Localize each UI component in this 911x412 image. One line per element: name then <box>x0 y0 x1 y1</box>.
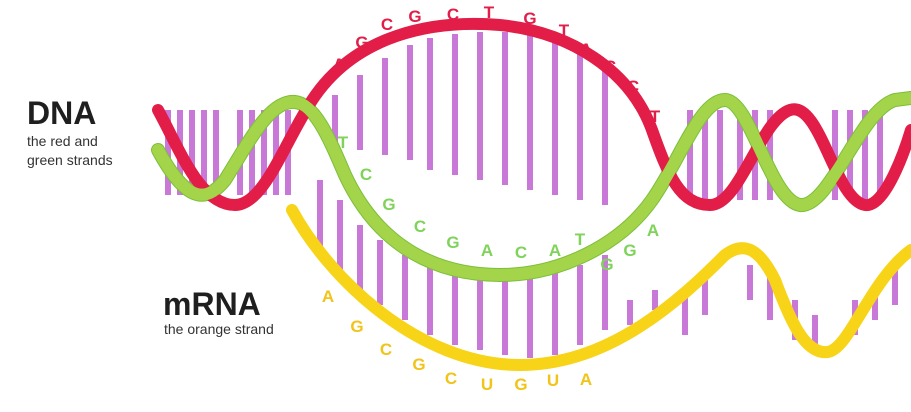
mrna-base-letter: A <box>580 370 592 389</box>
red-base-letter: C <box>381 15 393 34</box>
mrna-base-letter: U <box>481 375 493 394</box>
green-base-letter: G <box>382 195 395 214</box>
mrna-base-letter: A <box>322 287 334 306</box>
red-base-letter: C <box>447 5 459 24</box>
mrna-base-letter: C <box>380 340 392 359</box>
mrna-caption: the orange strand <box>164 321 274 337</box>
green-base-letter: T <box>575 230 586 249</box>
green-base-letter: C <box>360 165 372 184</box>
red-base-letter: A <box>580 40 592 59</box>
mrna-base-letter: C <box>445 369 457 388</box>
red-base-letter: G <box>355 33 368 52</box>
red-strand <box>152 17 911 212</box>
red-base-letter: A <box>333 55 345 74</box>
green-strand <box>152 92 911 282</box>
red-base-letter: T <box>559 21 570 40</box>
base-pair-rungs <box>165 32 898 358</box>
mrna-title: mRNA <box>163 286 261 322</box>
dna-caption-line2: green strands <box>27 152 113 168</box>
red-base-letter: C <box>627 77 639 96</box>
red-base-letter: T <box>484 3 495 22</box>
green-base-letter: A <box>549 241 561 260</box>
dna-title: DNA <box>27 95 97 131</box>
green-base-letter: G <box>623 241 636 260</box>
red-base-letter: T <box>650 107 661 126</box>
green-base-letter: G <box>600 255 613 274</box>
mrna-base-letter: G <box>350 317 363 336</box>
green-base-letter: T <box>338 133 349 152</box>
green-strand-back <box>151 91 911 283</box>
mrna-base-letter: G <box>514 375 527 394</box>
green-base-letter: A <box>481 241 493 260</box>
mrna-strand <box>286 204 911 372</box>
green-base-letter: A <box>647 221 659 240</box>
green-base-letter: C <box>414 217 426 236</box>
red-base-letter: G <box>523 9 536 28</box>
mrna-base-letter: G <box>412 355 425 374</box>
green-base-letter: G <box>446 233 459 252</box>
green-base-letter: C <box>515 243 527 262</box>
mrna-base-letter: U <box>547 371 559 390</box>
strands <box>151 17 911 372</box>
dna-caption-line1: the red and <box>27 133 98 149</box>
red-base-letter: G <box>408 7 421 26</box>
red-base-letter: C <box>604 57 616 76</box>
